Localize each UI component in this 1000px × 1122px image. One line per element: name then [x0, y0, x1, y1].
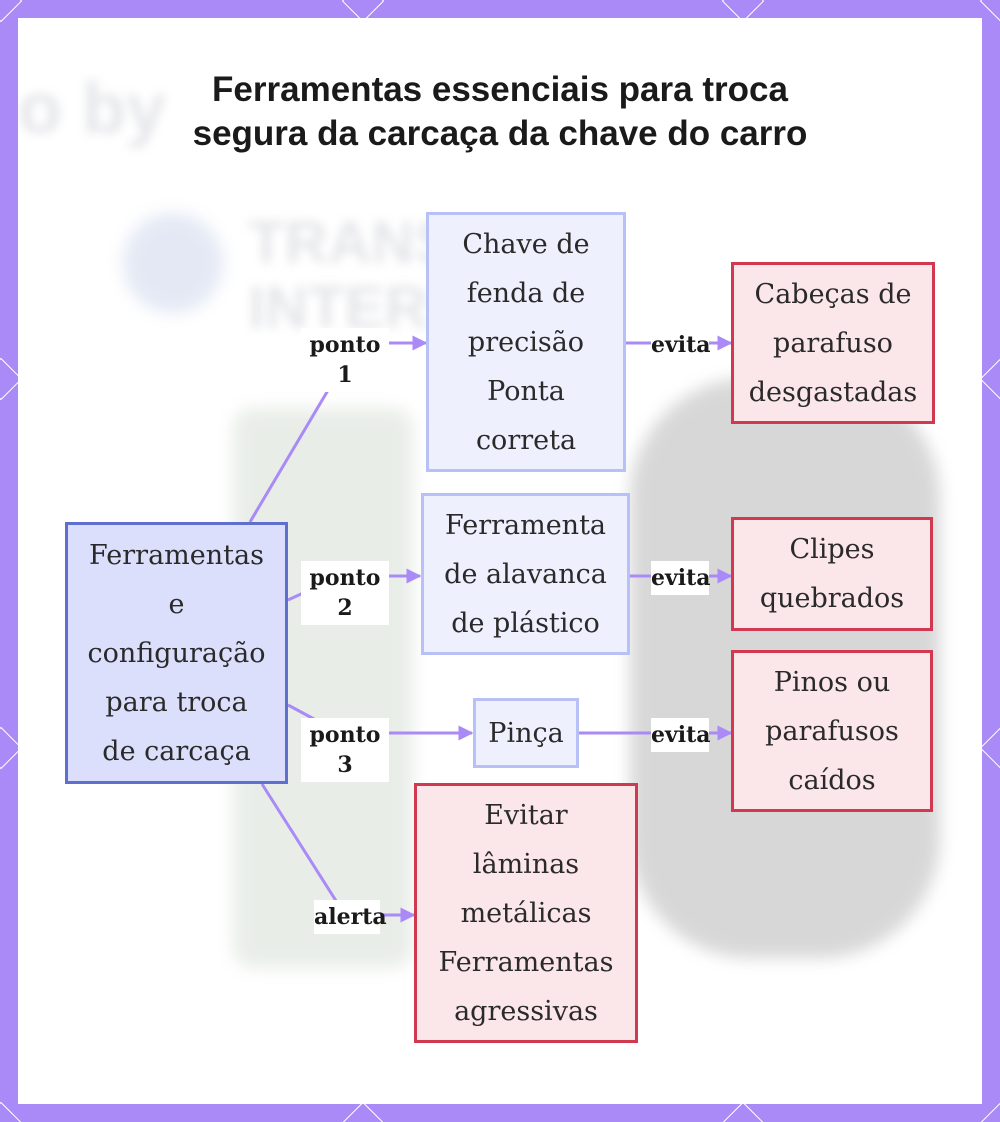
- edge-root-to-warning: [260, 783, 416, 923]
- node-line: caídos: [788, 764, 876, 796]
- edge-label-point-1: ponto 1: [301, 328, 389, 392]
- node-line: configuração: [87, 637, 266, 669]
- node-line: de carcaça: [102, 735, 251, 767]
- dropped-pins-node: Pinos ou parafusos caídos: [731, 650, 933, 812]
- edge-label-avoids: evita: [651, 561, 711, 595]
- edge-label-avoids: evita: [651, 718, 711, 752]
- diagram-title: Ferramentas essenciais para troca segura…: [0, 68, 1000, 156]
- node-line: para troca: [105, 686, 248, 718]
- node-line: correta: [475, 424, 577, 456]
- pry-tool-node: Ferramenta de alavanca de plástico: [421, 493, 630, 655]
- root-node: Ferramentas e configuração para troca de…: [65, 522, 288, 784]
- node-line: Ferramenta: [444, 509, 607, 541]
- node-line: precisão: [467, 326, 585, 358]
- node-line: Pinça: [488, 717, 564, 749]
- edge-label-alert: alerta: [314, 900, 387, 934]
- broken-clips-node: Clipes quebrados: [731, 517, 933, 631]
- edge-label-point-3: ponto 3: [301, 718, 389, 782]
- background-logo: [123, 213, 223, 313]
- node-line: Cabeças de: [754, 278, 912, 310]
- node-line: desgastadas: [748, 376, 918, 408]
- node-line: de plástico: [451, 607, 600, 639]
- title-line: Ferramentas essenciais para troca: [212, 70, 788, 109]
- node-line: quebrados: [759, 583, 905, 614]
- edge-label-avoids: evita: [651, 328, 711, 362]
- background-text: TRANS: [248, 209, 455, 276]
- node-line: Pinos ou: [773, 666, 891, 698]
- node-line: agressivas: [454, 995, 598, 1027]
- node-line: metálicas: [460, 897, 592, 929]
- tweezers-node: Pinça: [473, 698, 579, 768]
- node-line: lâminas: [472, 848, 580, 880]
- node-line: Ferramentas: [438, 946, 614, 978]
- node-line: parafuso: [773, 327, 893, 359]
- title-line: segura da carcaça da chave do carro: [192, 114, 808, 153]
- node-line: fenda de: [466, 277, 586, 309]
- node-line: Ferramentas: [89, 539, 264, 571]
- node-line: Clipes: [789, 534, 875, 565]
- node-line: de alavanca: [444, 558, 607, 590]
- node-line: parafusos: [765, 715, 899, 747]
- screwdriver-node: Chave de fenda de precisão Ponta correta: [426, 212, 626, 472]
- stripped-screws-node: Cabeças de parafuso desgastadas: [731, 262, 935, 424]
- warning-node: Evitar lâminas metálicas Ferramentas agr…: [414, 783, 638, 1043]
- edge-label-point-2: ponto 2: [301, 561, 389, 625]
- node-line: Ponta: [487, 375, 565, 407]
- background-text: o by: [18, 69, 167, 149]
- node-line: Chave de: [462, 228, 590, 260]
- node-line: Evitar: [484, 799, 568, 831]
- node-line: e: [168, 588, 185, 620]
